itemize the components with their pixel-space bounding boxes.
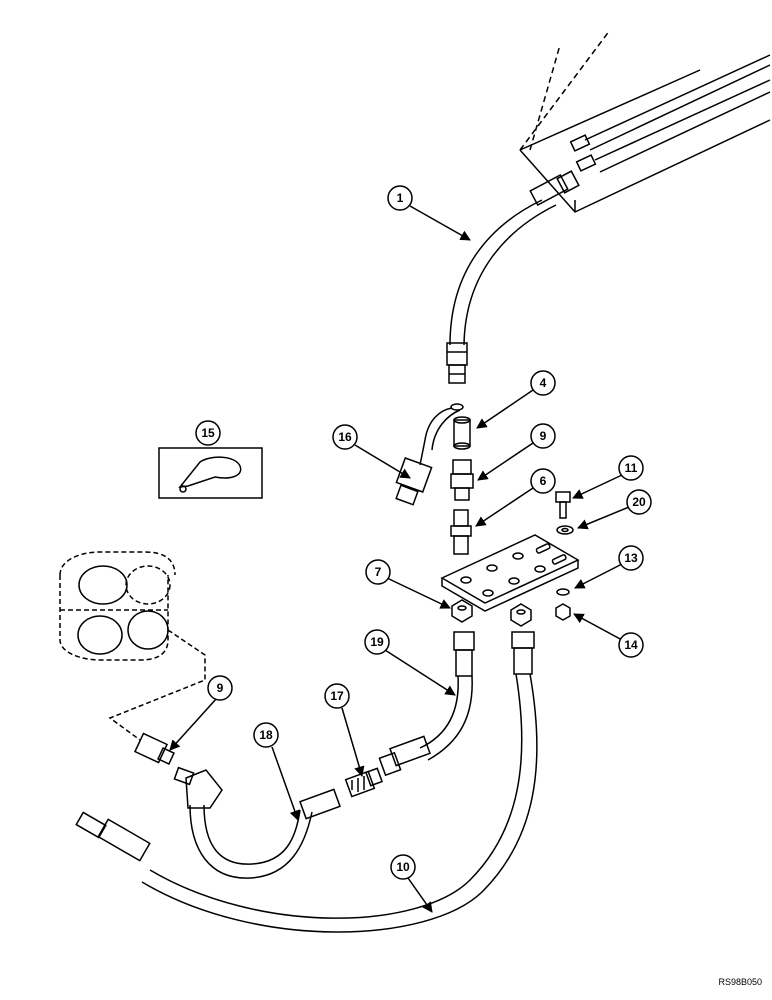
hose-1 — [446, 170, 580, 384]
nut-14 — [555, 603, 571, 621]
adapter-17 — [344, 767, 383, 798]
callout-9-upper: 9 — [540, 429, 547, 443]
hose-18 — [173, 766, 341, 879]
hose-19 — [378, 631, 475, 777]
hose-10 — [75, 631, 538, 933]
callout-16: 16 — [338, 430, 352, 444]
callout-18: 18 — [259, 728, 273, 742]
fitting-6 — [450, 509, 472, 555]
callout-20: 20 — [632, 495, 646, 509]
fitting-4 — [453, 416, 471, 450]
nut-7 — [451, 599, 473, 623]
bolt-11 — [555, 491, 571, 519]
fitting-9-lower — [133, 732, 175, 765]
clip-15-box — [158, 447, 263, 499]
dust-cap-16 — [395, 403, 464, 506]
callout-11: 11 — [625, 461, 638, 475]
boom-assembly — [519, 29, 771, 213]
washer-13 — [556, 588, 570, 596]
figure-reference: RS98B050 — [718, 977, 762, 987]
callout-14: 14 — [624, 638, 638, 652]
callout-9-lower: 9 — [217, 681, 224, 695]
fitting-9-upper — [450, 459, 474, 501]
callout-10: 10 — [396, 860, 410, 874]
callout-1: 1 — [397, 191, 404, 205]
callout-13: 13 — [624, 551, 638, 565]
nut-10-top — [510, 603, 532, 627]
callout-15: 15 — [201, 426, 215, 440]
mounting-plate — [440, 534, 580, 612]
callout-6: 6 — [540, 474, 547, 488]
callout-7: 7 — [375, 565, 382, 579]
hose-holder-block — [59, 551, 206, 741]
callout-17: 17 — [330, 689, 344, 703]
callout-4: 4 — [540, 376, 547, 390]
callouts — [169, 185, 652, 913]
callout-19: 19 — [370, 635, 384, 649]
washer-20 — [556, 525, 574, 535]
callout-labels: 1 4 9 6 16 15 11 20 7 13 14 19 9 17 18 1… — [201, 191, 646, 874]
